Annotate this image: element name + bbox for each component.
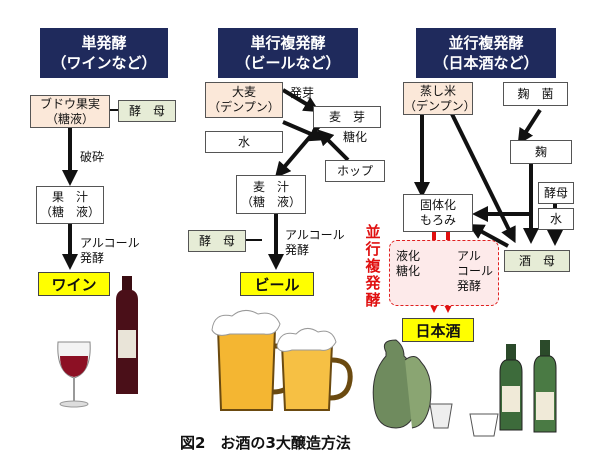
- box-line: （糖液）: [45, 111, 94, 126]
- sake-rice-box: 蒸し米 （デンプン）: [403, 82, 476, 115]
- wine-glass-icon: [57, 341, 91, 408]
- tokkuri-icon: [372, 339, 432, 429]
- box-line: 麹 菌: [517, 86, 554, 101]
- label-line: 発酵: [457, 279, 482, 293]
- box-line: 酵母: [543, 185, 568, 200]
- header-line: 単発酵: [81, 34, 127, 52]
- label-line: コール: [457, 264, 494, 278]
- sake-arrow-starter-moromi: [467, 224, 509, 248]
- sake-koji-mold-box: 麹 菌: [503, 82, 568, 106]
- box-line: 蒸し米: [419, 83, 456, 98]
- box-line: （糖 液）: [39, 205, 100, 219]
- box-line: もろみ: [419, 213, 456, 227]
- header-line: 単行複発酵: [250, 34, 326, 52]
- box-line: ホップ: [336, 163, 373, 178]
- sake-arrow-koji-mold: [517, 108, 542, 145]
- box-line: 水: [549, 211, 562, 226]
- label-line: アルコール: [285, 228, 345, 242]
- sake-bottle-icon: [499, 344, 523, 431]
- box-line: 麹: [534, 144, 547, 159]
- beer-saccharify-label: 糖化: [343, 130, 368, 144]
- beer-mug-icon: [276, 328, 353, 411]
- sake-water-box: 水: [538, 208, 574, 230]
- beer-wort-box: 麦 汁 （糖 液）: [236, 175, 306, 214]
- beer-arrow-germ: [281, 88, 320, 113]
- beer-malt-box: 麦 芽: [313, 106, 381, 128]
- beer-result: ビール: [240, 272, 314, 296]
- header-single-fermentation: 単発酵 （ワインなど）: [40, 28, 168, 78]
- sake-ferment-label: アル コール 発酵: [457, 249, 493, 294]
- label-line: 糖化: [396, 264, 421, 278]
- sake-cup-icon: [429, 403, 453, 429]
- parallel-fermentation-vertical-label: 並 行 複 発 酵: [364, 224, 382, 309]
- sake-moromi-box: 固体化 もろみ: [403, 194, 473, 232]
- box-line: 果 汁: [51, 190, 88, 204]
- wine-ferment-label: アルコール 発酵: [80, 236, 140, 266]
- sake-saccharify-label: 液化 糖化: [396, 249, 420, 279]
- beer-arrow-hops: [317, 129, 350, 162]
- header-multiple-fermentation: 単行複発酵 （ビールなど）: [218, 28, 358, 78]
- box-line: （デンプン）: [208, 100, 280, 114]
- beer-germ-label: 発芽: [290, 86, 315, 100]
- sake-yeast-box: 酵母: [538, 182, 574, 204]
- wine-juice-box: 果 汁 （糖 液）: [36, 186, 104, 224]
- figure-caption: 図2 お酒の3大醸造方法: [180, 434, 351, 452]
- sake-parallel-box: [389, 240, 499, 306]
- vertical-char: 発: [365, 274, 381, 292]
- box-line: 酒 母: [518, 253, 555, 268]
- wine-result: ワイン: [38, 272, 110, 296]
- sake-starter-box: 酒 母: [504, 250, 570, 272]
- box-line: 大麦: [231, 85, 256, 99]
- box-line: 酵 母: [198, 233, 235, 248]
- wine-grape-box: ブドウ果実 （糖液）: [30, 95, 110, 128]
- header-line: （日本酒など）: [433, 54, 539, 72]
- box-line: 固体化: [419, 198, 456, 212]
- label-line: 液化: [396, 249, 421, 263]
- label-line: アルコール: [80, 236, 140, 250]
- vertical-char: 酵: [365, 291, 381, 309]
- sake-koji-box: 麹: [510, 140, 572, 164]
- beer-arrow-saccharify: [274, 123, 322, 179]
- beer-hops-box: ホップ: [325, 160, 385, 182]
- sake-bottle-icon: [533, 340, 557, 433]
- vertical-char: 行: [365, 240, 381, 258]
- label-line: アル: [457, 249, 481, 263]
- vertical-char: 複: [365, 257, 381, 275]
- sake-result: 日本酒: [402, 318, 474, 342]
- box-line: 麦 汁: [252, 179, 289, 194]
- wine-yeast-box: 酵 母: [118, 100, 176, 122]
- header-line: （ワインなど）: [51, 54, 157, 72]
- sake-cup-icon: [469, 413, 499, 437]
- label-line: 発酵: [80, 251, 105, 265]
- header-parallel-fermentation: 並行複発酵 （日本酒など）: [416, 28, 556, 78]
- box-line: 麦 芽: [328, 109, 365, 124]
- header-line: 並行複発酵: [448, 34, 524, 52]
- beer-water-box: 水: [205, 131, 283, 153]
- label-line: 発酵: [285, 243, 310, 257]
- box-line: 酵 母: [128, 103, 165, 118]
- box-line: （デンプン）: [404, 98, 476, 113]
- beer-yeast-box: 酵 母: [188, 230, 246, 252]
- header-line: （ビールなど）: [235, 54, 341, 72]
- beer-barley-box: 大麦 （デンプン）: [205, 82, 283, 118]
- box-line: （糖 液）: [240, 194, 301, 209]
- box-line: ブドウ果実: [39, 96, 100, 111]
- box-line: 水: [237, 134, 250, 149]
- wine-crush-label: 破砕: [80, 150, 105, 164]
- beer-ferment-label: アルコール 発酵: [285, 228, 345, 258]
- wine-bottle-icon: [116, 276, 138, 394]
- vertical-char: 並: [365, 223, 381, 241]
